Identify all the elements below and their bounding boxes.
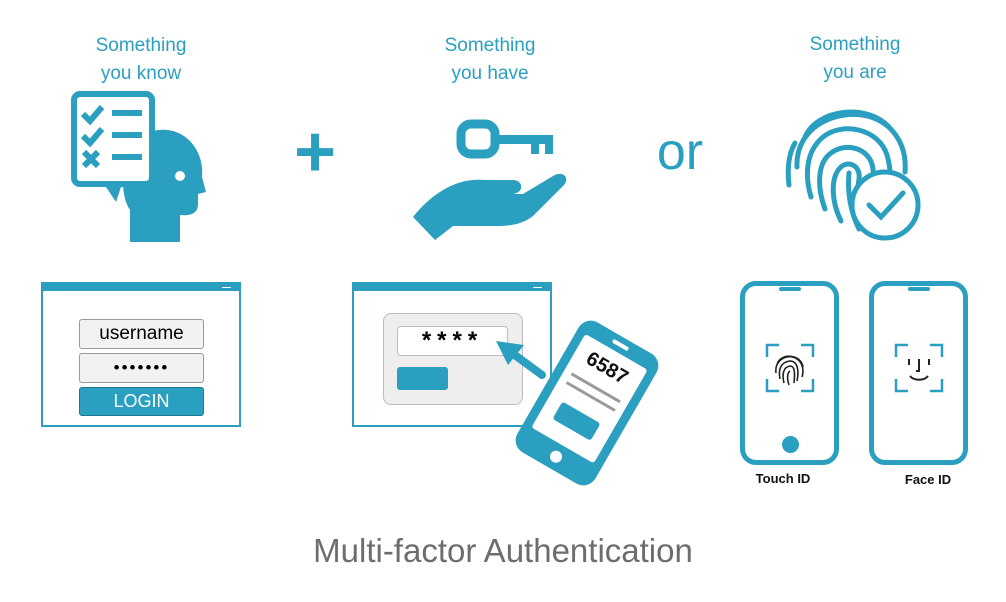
page-title: Multi-factor Authentication <box>0 532 1006 570</box>
key-hand-icon <box>413 112 568 242</box>
plus-operator: + <box>283 122 347 182</box>
login-window: username ••••••• LOGIN <box>41 282 241 427</box>
face-id-phone <box>869 281 968 465</box>
touch-id-home-button[interactable] <box>782 436 799 453</box>
login-window-titlebar <box>43 284 239 291</box>
face-id-phone-speaker <box>908 287 930 291</box>
username-field[interactable]: username <box>79 319 204 349</box>
touch-id-label: Touch ID <box>733 471 833 486</box>
arrow-icon <box>490 335 550 385</box>
otp-window-titlebar <box>354 284 550 291</box>
fingerprint-check-icon <box>787 97 927 242</box>
or-operator: or <box>640 122 720 182</box>
password-field[interactable]: ••••••• <box>79 353 204 383</box>
factor-are-heading: Something you are <box>755 31 955 87</box>
touch-id-phone-speaker <box>779 287 801 291</box>
checklist-head-icon <box>70 92 215 247</box>
factor-have-heading: Something you have <box>390 32 590 88</box>
factor-know-heading: Something you know <box>41 32 241 88</box>
face-id-label: Face ID <box>878 472 978 487</box>
phone-button[interactable] <box>552 402 600 441</box>
face-icon <box>894 343 944 393</box>
touch-id-phone <box>740 281 839 465</box>
otp-submit-button[interactable] <box>397 367 448 390</box>
login-button[interactable]: LOGIN <box>79 387 204 416</box>
fingerprint-icon <box>765 343 815 393</box>
